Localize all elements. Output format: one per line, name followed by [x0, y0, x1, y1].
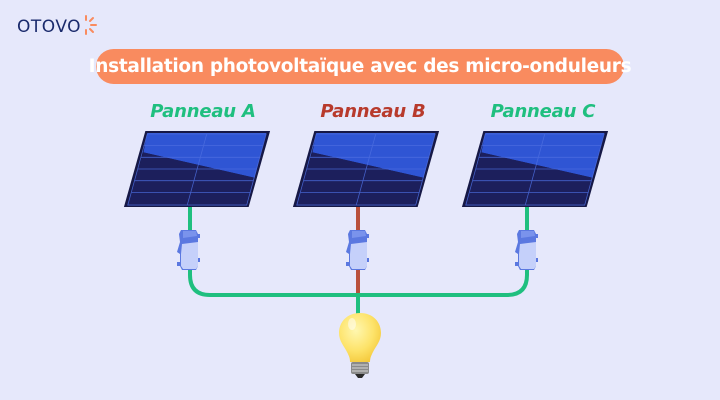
panel-b-label: Panneau B — [320, 101, 426, 122]
sun-spark-icon — [85, 15, 98, 35]
light-bulb-icon — [339, 313, 381, 378]
micro-inverter-icon — [515, 230, 538, 270]
micro-inverter-icon — [346, 230, 369, 270]
solar-panel-icon — [292, 131, 440, 207]
panel-a-label: Panneau A — [150, 101, 256, 122]
diagram-title: Installation photovoltaïque avec des mic… — [88, 56, 632, 77]
micro-inverter-icon — [177, 230, 200, 270]
otovo-logo: OTOVO — [17, 15, 98, 37]
panel-c-label: Panneau C — [490, 101, 596, 122]
solar-panel-icon — [461, 131, 609, 207]
solar-panel-icon — [123, 131, 271, 207]
title-banner: Installation photovoltaïque avec des mic… — [89, 49, 632, 84]
logo-text: OTOVO — [17, 17, 82, 37]
